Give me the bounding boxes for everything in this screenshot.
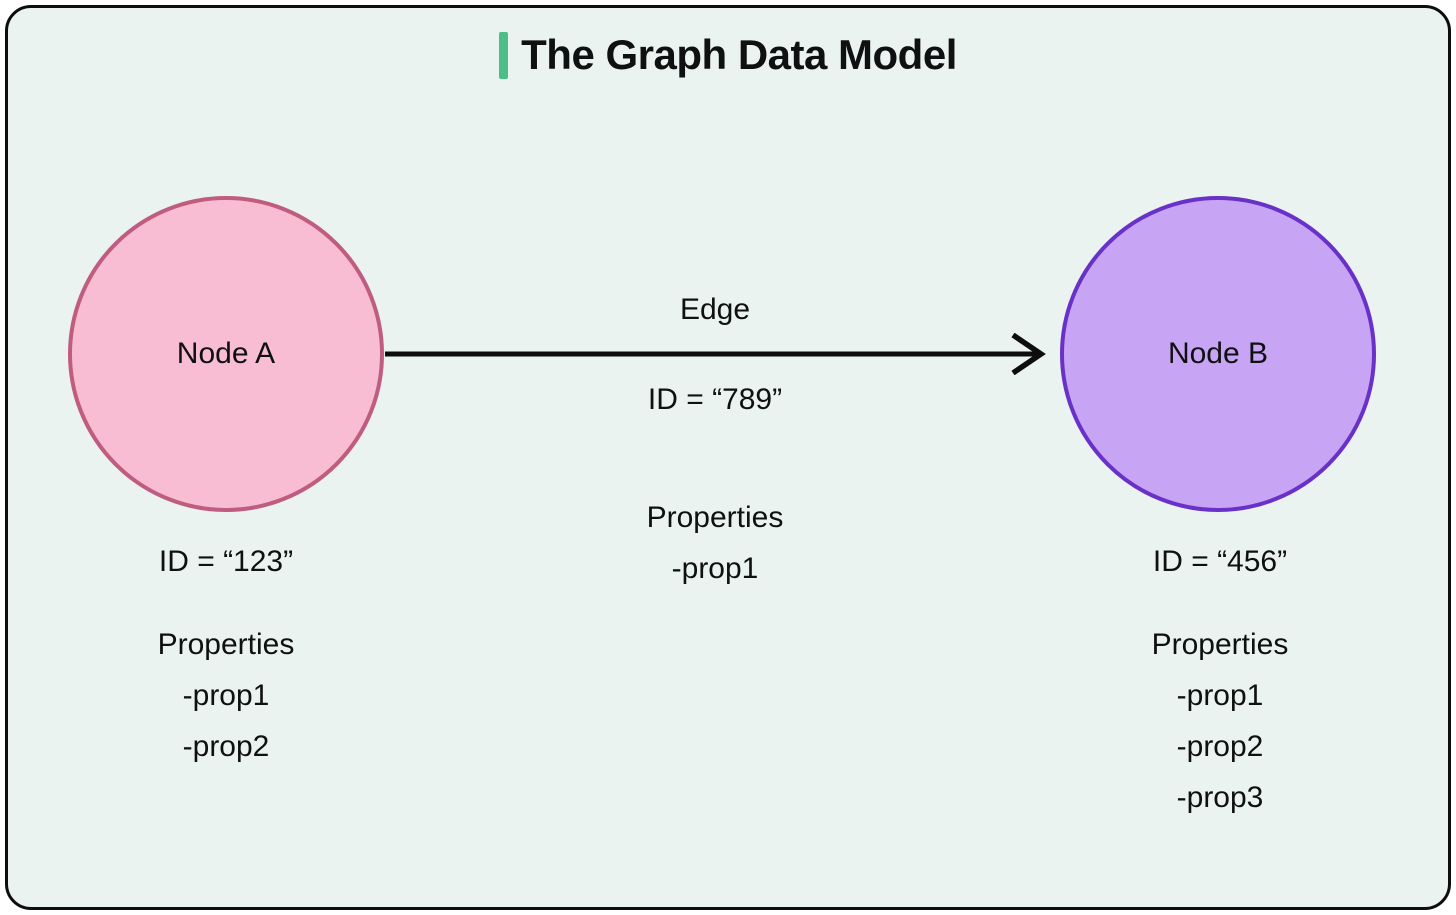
edge-properties: Properties -prop1 [385, 492, 1045, 594]
edge-label: Edge [679, 293, 751, 326]
node-a-label: Node A [176, 337, 276, 370]
node-a-properties: Properties -prop1 -prop2 [68, 619, 384, 772]
edge-arrowhead [1011, 333, 1046, 375]
node-b-property-item: -prop3 [1176, 781, 1264, 814]
node-b-properties: Properties -prop1 -prop2 -prop3 [1062, 619, 1378, 823]
diagram-canvas: The Graph Data Model Node A ID = “123” P… [5, 5, 1451, 910]
node-a-circle: Node A [68, 196, 384, 512]
edge-arrow [385, 333, 1046, 375]
edge-id-text: ID = “789” [647, 383, 783, 416]
node-b-id-text: ID = “456” [1152, 545, 1288, 578]
edge-properties-title: Properties [646, 501, 784, 534]
page-title: The Graph Data Model [521, 31, 957, 79]
node-b-property-item: -prop2 [1176, 730, 1264, 763]
node-b-label: Node B [1167, 337, 1269, 370]
node-b-properties-title: Properties [1151, 628, 1289, 661]
edge-property-item: -prop1 [671, 552, 759, 585]
node-a-id-text: ID = “123” [158, 545, 294, 578]
title-row: The Graph Data Model [8, 32, 1448, 79]
node-a-property-item: -prop2 [182, 730, 270, 763]
node-b-property-item: -prop1 [1176, 679, 1264, 712]
node-a-properties-title: Properties [157, 628, 295, 661]
node-a-property-item: -prop1 [182, 679, 270, 712]
title-accent-bar [499, 32, 509, 79]
node-b-circle: Node B [1060, 196, 1376, 512]
